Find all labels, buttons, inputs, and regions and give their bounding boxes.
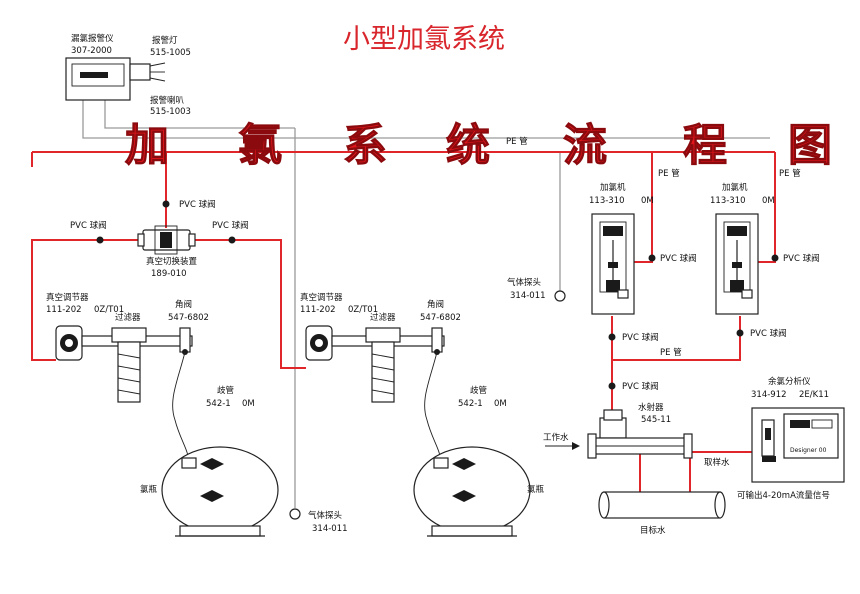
diagram-title: 小型加氯系统 <box>343 24 505 55</box>
chlorinator-name: 加氯机 <box>600 182 626 193</box>
pvc-valve-label: PVC 球阀 <box>212 220 249 231</box>
target-water-label: 目标水 <box>640 525 666 536</box>
vacuum-switch-device: 真空切换装置 189-010 <box>137 225 198 279</box>
vacuum-regulator-code: 111-202 <box>300 305 336 315</box>
analyzer-name: 余氯分析仪 <box>768 376 811 387</box>
pigtail-code: 542-1 <box>206 399 231 409</box>
pvc-valve-label: PVC 球阀 <box>70 220 107 231</box>
work-water-label: 工作水 <box>543 432 569 443</box>
pe-pipe-label: PE 管 <box>658 168 680 179</box>
chlorinator-right: 加氯机 113-310 0M <box>710 182 775 315</box>
alarm-horn-name: 报警喇叭 <box>150 95 185 106</box>
target-water-pipe: 目标水 取样水 <box>598 457 730 536</box>
banner-char: 氯 <box>238 120 282 171</box>
vacuum-switch-name: 真空切换装置 <box>146 256 198 267</box>
cylinder-station-left: 真空调节器 111-202 0Z/T01 过滤器 角阀 547-6802 歧管 … <box>46 292 279 537</box>
valve-dot <box>228 236 236 244</box>
pvc-valve-label: PVC 球阀 <box>622 332 659 343</box>
banner-char: 程 <box>683 120 727 171</box>
ejector-code: 545-11 <box>641 415 671 425</box>
leak-alarm-name: 漏氯报警仪 <box>71 33 114 44</box>
analyzer-brand: Designer 00 <box>790 447 827 454</box>
gas-probe-name: 气体探头 <box>308 510 343 521</box>
pe-pipe-label: PE 管 <box>506 136 528 147</box>
chlorinator-left: 加氯机 113-310 0M <box>589 182 654 315</box>
pvc-valve-label: PVC 球阀 <box>179 199 216 210</box>
gas-probe-middle: 气体探头 314-011 <box>507 277 566 302</box>
banner-char: 图 <box>788 120 832 171</box>
pvc-ball-valves: PVC 球阀 PVC 球阀 PVC 球阀 PVC 球阀 PVC 球阀 PVC 球… <box>70 199 820 392</box>
alarm-horn-code: 515-1003 <box>150 107 191 117</box>
vacuum-regulator-code: 111-202 <box>46 305 82 315</box>
residual-chlorine-analyzer: 余氯分析仪 314-912 2E/K11 Designer 00 可输出4-20… <box>737 376 845 501</box>
flow-chart-banner: 加 氯 系 统 流 程 图 <box>125 120 833 172</box>
vacuum-regulator-spec: 0Z/T01 <box>348 305 378 315</box>
cylinder-label: 氯瓶 <box>140 484 158 495</box>
pvc-valve-label: PVC 球阀 <box>622 381 659 392</box>
valve-dot <box>771 254 779 262</box>
ejector-unit: 水射器 545-11 工作水 <box>543 402 693 459</box>
cylinder-label: 氯瓶 <box>527 484 545 495</box>
pigtail-spec: 0M <box>494 399 507 409</box>
alarm-light-name: 报警灯 <box>152 35 178 46</box>
ejector-name: 水射器 <box>638 402 664 413</box>
chlorinator-spec: 0M <box>641 196 654 206</box>
chlorinator-name: 加氯机 <box>722 182 748 193</box>
chlorinator-spec: 0M <box>762 196 775 206</box>
vacuum-regulator-name: 真空调节器 <box>46 292 89 303</box>
gray-lines <box>82 100 770 508</box>
pvc-valve-label: PVC 球阀 <box>783 253 820 264</box>
gas-probe-code: 314-011 <box>312 524 348 534</box>
valve-dot <box>608 333 616 341</box>
leak-alarm-unit: 漏氯报警仪 307-2000 报警灯 515-1005 报警喇叭 515-100… <box>65 33 191 117</box>
banner-char: 统 <box>446 120 490 171</box>
filter-label: 过滤器 <box>115 312 141 323</box>
gas-probe-code: 314-011 <box>510 291 546 301</box>
vacuum-regulator-spec: 0Z/T01 <box>94 305 124 315</box>
pigtail-spec: 0M <box>242 399 255 409</box>
pigtail-code: 542-1 <box>458 399 483 409</box>
chlorinator-code: 113-310 <box>710 196 746 206</box>
analyzer-spec: 2E/K11 <box>799 390 829 400</box>
sample-water-label: 取样水 <box>704 457 730 468</box>
valve-dot <box>96 236 104 244</box>
cylinder-station-right: 真空调节器 111-202 0Z/T01 过滤器 角阀 547-6802 歧管 … <box>300 292 545 537</box>
vacuum-switch-code: 189-010 <box>151 269 187 279</box>
alarm-light-code: 515-1005 <box>150 48 191 58</box>
pvc-valve-label: PVC 球阀 <box>750 328 787 339</box>
chlorinator-code: 113-310 <box>589 196 625 206</box>
banner-char: 加 <box>125 120 169 171</box>
analyzer-code: 314-912 <box>751 390 787 400</box>
pigtail-name: 歧管 <box>470 385 487 396</box>
filter-label: 过滤器 <box>370 312 396 323</box>
angle-valve-code: 547-6802 <box>168 313 209 323</box>
pigtail-name: 歧管 <box>217 385 234 396</box>
leak-alarm-code: 307-2000 <box>71 46 112 56</box>
banner-char: 系 <box>343 120 387 171</box>
valve-dot <box>736 329 744 337</box>
pvc-valve-label: PVC 球阀 <box>660 253 697 264</box>
angle-valve-name: 角阀 <box>427 299 444 310</box>
valve-dot <box>162 200 170 208</box>
valve-dot <box>608 382 616 390</box>
pe-pipe-label: PE 管 <box>779 168 801 179</box>
analyzer-output: 可输出4-20mA流量信号 <box>737 490 830 501</box>
angle-valve-name: 角阀 <box>175 299 192 310</box>
gas-probe-name: 气体探头 <box>507 277 542 288</box>
valve-dot <box>648 254 656 262</box>
angle-valve-code: 547-6802 <box>420 313 461 323</box>
vacuum-regulator-name: 真空调节器 <box>300 292 343 303</box>
gas-probe-bottom: 气体探头 314-011 <box>289 508 348 534</box>
banner-char: 流 <box>563 120 607 171</box>
pe-pipe-label: PE 管 <box>660 347 682 358</box>
